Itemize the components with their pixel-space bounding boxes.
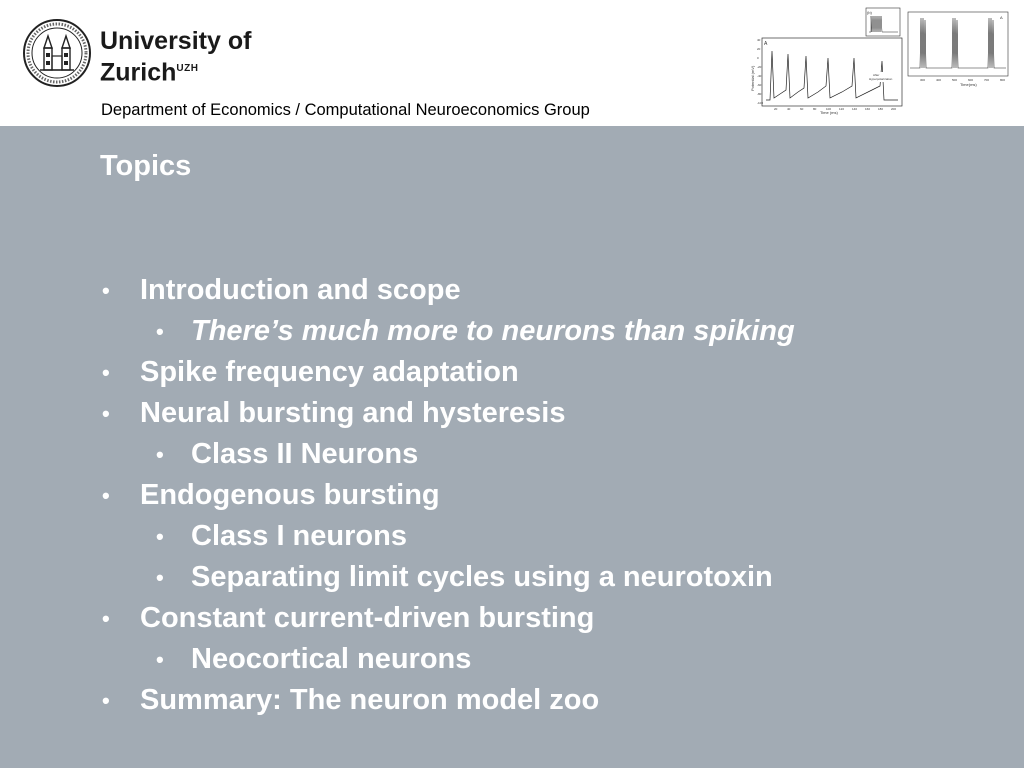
figure-y-tick-label: 0 — [757, 56, 759, 60]
figure-y-tick-label: -100 — [757, 101, 763, 105]
list-item-text: Class I neurons — [191, 520, 407, 552]
figure-annotation-after: After — [873, 73, 879, 77]
sub-list-item: • Separating limit cycles using a neuroto… — [0, 557, 1024, 598]
figure-x-axis-label-left: Time (ms) — [820, 110, 839, 115]
bullet-icon: • — [102, 688, 110, 713]
figure-panel-a-label: A — [764, 41, 768, 47]
university-seal-logo — [23, 19, 91, 87]
list-item: • Summary: The neuron model zoo — [0, 680, 1024, 721]
figure-adaptation-trace — [766, 50, 898, 101]
list-item-text: Introduction and scope — [140, 274, 461, 306]
figure-y-tick-label: -60 — [757, 83, 762, 87]
figure-y-tick-label: 40 — [757, 38, 761, 42]
figure-x-tick-label: 700 — [984, 78, 989, 82]
sub-list-item: • Neocortical neurons — [0, 639, 1024, 680]
list-item-text: Neural bursting and hysteresis — [140, 397, 566, 429]
figure-x-tick-label: 120 — [839, 107, 844, 111]
list-item-text: Spike frequency adaptation — [140, 356, 519, 388]
sub-list-item: • Class I neurons — [0, 516, 1024, 557]
list-item: • Neural bursting and hysteresis — [0, 393, 1024, 434]
figure-bursting-trace — [910, 17, 1006, 69]
figure-x-tick-label: 160 — [865, 107, 870, 111]
uzh-superscript: UZH — [176, 63, 199, 74]
figure-x-tick-label: 400 — [936, 78, 941, 82]
slide-title: Topics — [100, 150, 192, 182]
figure-x-tick-label: 60 — [800, 107, 804, 111]
university-line-2: ZurichUZH — [100, 58, 199, 87]
list-item-text: Class II Neurons — [191, 438, 419, 470]
figure-x-tick-label: 600 — [968, 78, 973, 82]
figure-y-ticks: 40 20 0 -20 -40 -60 -80 -100 — [757, 38, 763, 105]
figure-x-tick-label: 140 — [852, 107, 857, 111]
figure-x-tick-label: 100 — [826, 107, 831, 111]
topic-list: • Introduction and scope • There’s much mor… — [0, 270, 1024, 721]
figure-x-ticks-left: 20 40 60 80 100 120 140 160 180 200 — [774, 107, 896, 111]
list-item-text: Constant current-driven bursting — [140, 602, 595, 634]
figure-panel-b-label: (b) — [867, 10, 873, 15]
figure-x-axis-label-right: Time(ms) — [960, 82, 977, 87]
bullet-icon: • — [102, 278, 110, 303]
figure-x-tick-label: 300 — [920, 78, 925, 82]
figure-y-axis-label: Potential (mV) — [750, 65, 755, 91]
header: University of ZurichUZH Department of Ec… — [0, 0, 1024, 126]
figure-y-tick-label: -80 — [757, 92, 762, 96]
list-item-text: Separating limit cycles using a neurotox… — [191, 561, 773, 593]
bullet-icon: • — [102, 606, 110, 631]
bullet-icon: • — [102, 360, 110, 385]
figure-x-ticks-right: 300 400 500 600 700 800 — [920, 78, 1005, 82]
bullet-icon: • — [156, 442, 164, 467]
bullet-icon: • — [102, 401, 110, 426]
list-item-text: Endogenous bursting — [140, 479, 440, 511]
figure-x-tick-label: 80 — [813, 107, 817, 111]
sub-list-item: • Class II Neurons — [0, 434, 1024, 475]
figure-panel-c-label: A — [1000, 15, 1003, 20]
list-item-text: Summary: The neuron model zoo — [140, 684, 600, 716]
department-name: Department of Economics / Computational … — [101, 101, 590, 119]
university-wordmark: University of ZurichUZH — [100, 28, 251, 86]
figure-annotation-hyperpolarization: Hyperpolarization — [869, 77, 893, 81]
list-item: • Endogenous bursting — [0, 475, 1024, 516]
sub-list-item: • There’s much more to neurons than spiki… — [0, 311, 1024, 352]
list-item-text: Neocortical neurons — [191, 643, 472, 675]
figure-x-tick-label: 40 — [787, 107, 791, 111]
figure-y-tick-label: 20 — [757, 47, 761, 51]
list-item: • Introduction and scope — [0, 270, 1024, 311]
figure-y-tick-label: -40 — [757, 74, 762, 78]
figure-inset-burst-trace — [869, 15, 898, 33]
bullet-icon: • — [156, 647, 164, 672]
figure-y-tick-label: -20 — [757, 65, 762, 69]
figure-x-tick-label: 500 — [952, 78, 957, 82]
bullet-icon: • — [156, 319, 164, 344]
list-item: • Constant current-driven bursting — [0, 598, 1024, 639]
figure-x-tick-label: 800 — [1000, 78, 1005, 82]
bullet-icon: • — [102, 483, 110, 508]
bullet-icon: • — [156, 524, 164, 549]
bullet-icon: • — [156, 565, 164, 590]
figure-x-tick-label: 180 — [878, 107, 883, 111]
list-item-text: There’s much more to neurons than spikin… — [191, 315, 795, 347]
figure-x-tick-label: 20 — [774, 107, 778, 111]
university-line-1: University of — [100, 27, 252, 55]
list-item: • Spike frequency adaptation — [0, 352, 1024, 393]
figure-x-tick-label: 200 — [891, 107, 896, 111]
